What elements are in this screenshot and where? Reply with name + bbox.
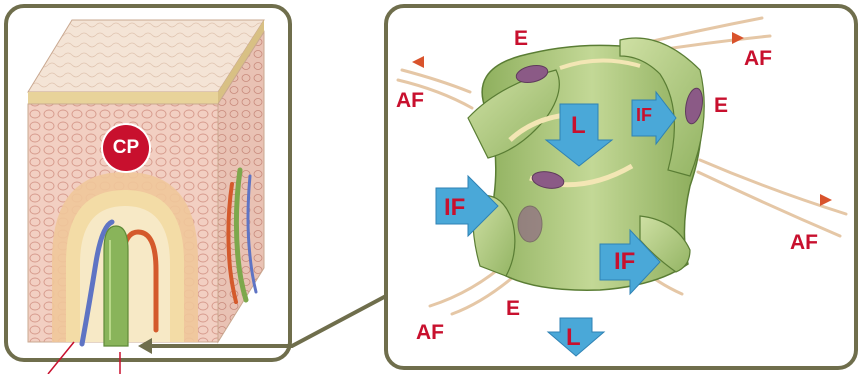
label-af-right: AF [790, 232, 818, 253]
label-if-bottom: IF [614, 250, 635, 274]
cp-label: CP [113, 137, 139, 159]
capillary-green [104, 226, 128, 346]
label-if-inner: IF [636, 106, 652, 124]
label-af-left: AF [396, 90, 424, 111]
label-e-top: E [514, 28, 528, 49]
label-l-center: L [571, 114, 586, 138]
label-af-top-right: AF [744, 48, 772, 69]
label-if-left: IF [444, 196, 465, 220]
label-af-bottom: AF [416, 322, 444, 343]
label-e-bottom: E [506, 298, 520, 319]
tissue-layer-band [28, 92, 218, 104]
label-e-right: E [714, 95, 728, 116]
label-l-bottom: L [566, 326, 581, 350]
cp-badge: CP [103, 125, 149, 171]
